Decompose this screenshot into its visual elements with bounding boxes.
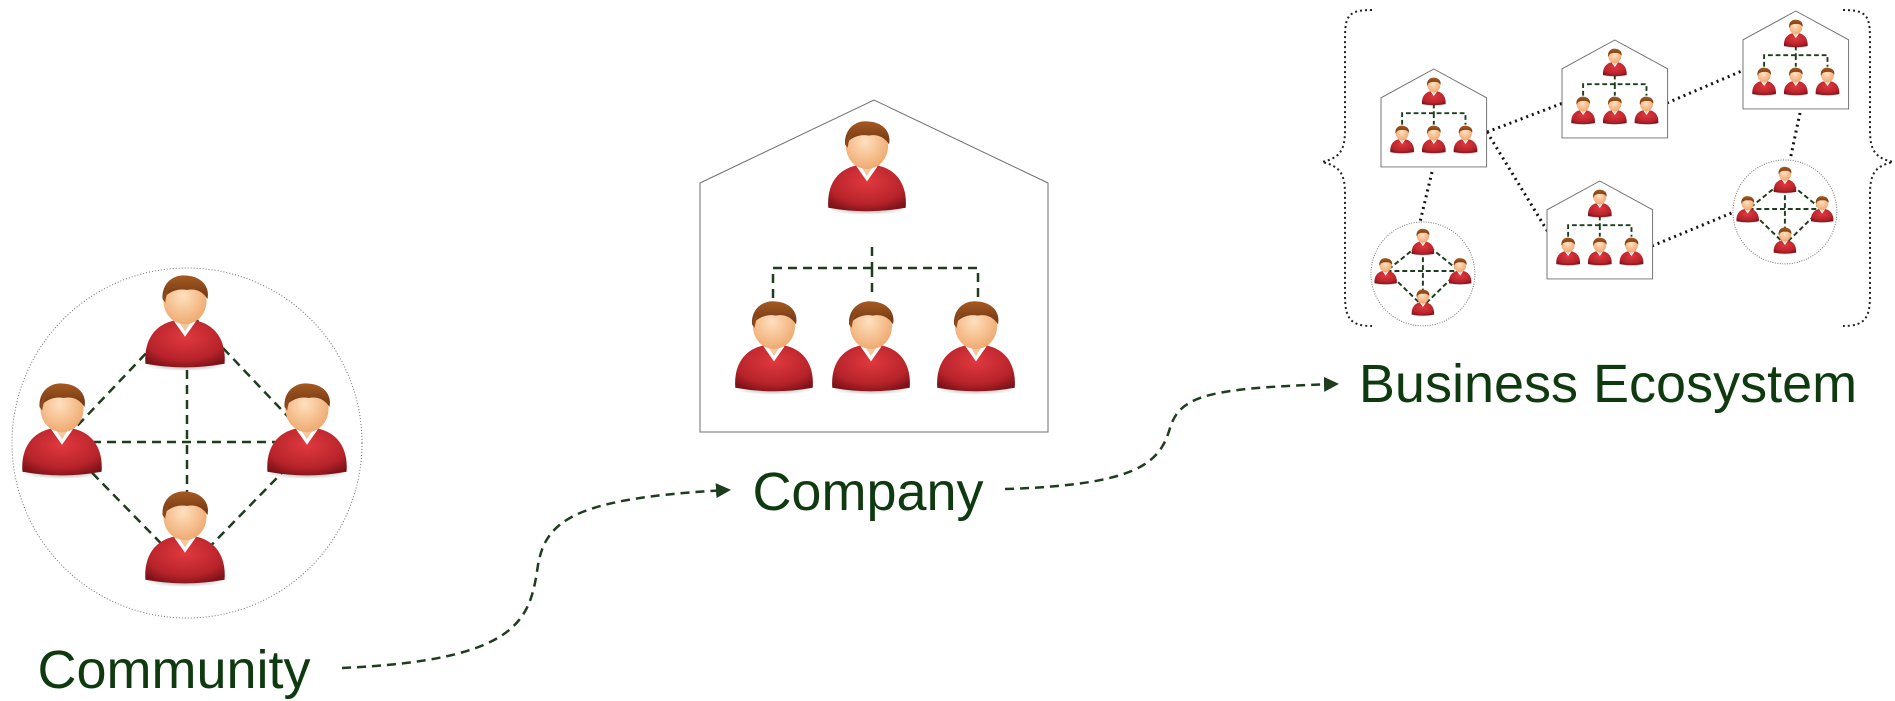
ecosystem-company-2 xyxy=(1562,40,1668,138)
community-label: Community xyxy=(37,640,310,700)
arrow-company-to-ecosystem xyxy=(1004,376,1339,491)
ecosystem-company-4 xyxy=(1547,181,1653,279)
company-group xyxy=(699,99,1049,433)
left-brace xyxy=(1321,9,1373,327)
ecosystem-label: Business Ecosystem xyxy=(1359,354,1857,414)
ecosystem-community-2 xyxy=(1733,160,1837,264)
ecosystem-company-3 xyxy=(1743,11,1849,109)
community-group xyxy=(11,267,363,619)
ecosystem-group xyxy=(1321,9,1894,327)
company-label: Company xyxy=(752,462,983,522)
ecosystem-network-links xyxy=(1418,68,1802,248)
company-hierarchy-links xyxy=(771,247,980,298)
right-brace xyxy=(1842,9,1894,327)
arrow-community-to-company xyxy=(341,483,731,670)
ecosystem-community-1 xyxy=(1371,222,1475,326)
ecosystem-company-1 xyxy=(1381,69,1487,167)
